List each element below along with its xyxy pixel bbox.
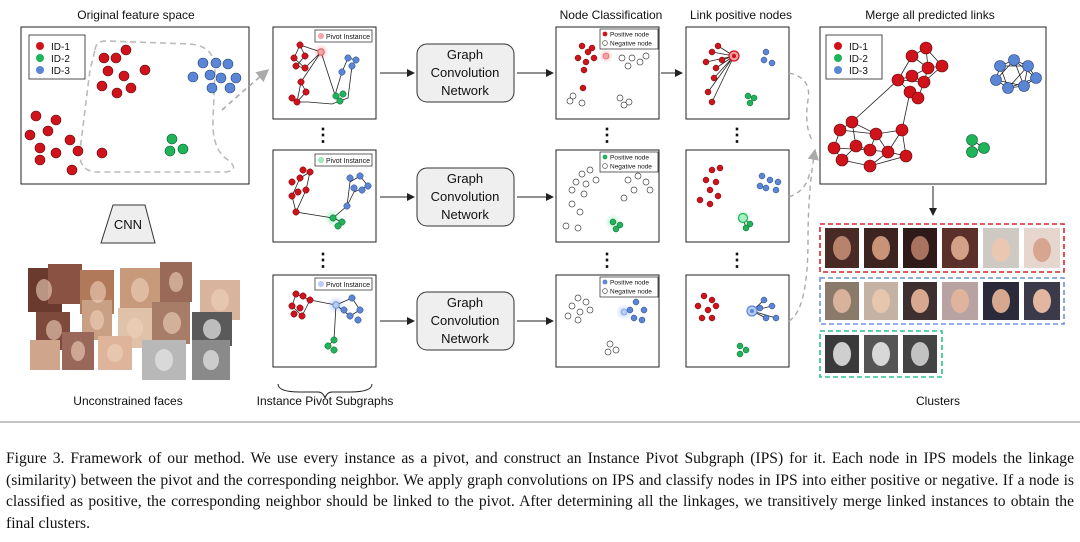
negative-node-label-2: Negative node xyxy=(610,164,652,171)
gcn-box-2: Graph Convolution Network xyxy=(416,167,515,227)
gcn-3-line-3: Network xyxy=(441,331,489,346)
cnn-block: CNN xyxy=(100,204,156,244)
gcn-1-line-2: Convolution xyxy=(431,65,500,80)
label-node-classification: Node Classification xyxy=(560,8,663,22)
label-clusters: Clusters xyxy=(916,394,960,408)
ellipsis-link-1: ⋮ xyxy=(728,125,746,145)
positive-node-label-1: Positive node xyxy=(610,32,649,39)
negative-node-label-1: Negative node xyxy=(610,41,652,48)
ellipsis-ips-1: ⋮ xyxy=(314,125,332,145)
label-unconstrained-faces: Unconstrained faces xyxy=(73,394,182,408)
pivot-instance-label-3: Pivot Instance xyxy=(326,282,370,289)
blue-points xyxy=(187,57,242,94)
ellipsis-link-2: ⋮ xyxy=(728,250,746,270)
gcn-box-3: Graph Convolution Network xyxy=(416,291,515,351)
node-classification-3: Positive node Negative node xyxy=(555,274,660,368)
link-positive-1 xyxy=(685,26,790,120)
label-instance-pivot-subgraphs: Instance Pivot Subgraphs xyxy=(257,394,394,408)
node-classification-1: Positive node Negative node xyxy=(555,26,660,120)
original-feature-space-panel: ID-1 ID-2 ID-3 xyxy=(20,26,250,185)
positive-node-label-2: Positive node xyxy=(610,155,649,162)
merged-legend-id1: ID-1 xyxy=(849,42,868,53)
link-positive-3 xyxy=(685,274,790,368)
negative-node-label-3: Negative node xyxy=(610,289,652,296)
legend: ID-1 ID-2 ID-3 xyxy=(28,34,86,80)
merged-legend-id2: ID-2 xyxy=(849,54,868,65)
ellipsis-nc-2: ⋮ xyxy=(598,250,616,270)
gcn-1-line-1: Graph xyxy=(447,47,483,62)
legend-id1: ID-1 xyxy=(51,42,70,53)
gcn-box-1: Graph Convolution Network xyxy=(416,43,515,103)
faces-collage xyxy=(28,262,240,380)
ellipsis-ips-2: ⋮ xyxy=(314,250,332,270)
ips-row-3: Pivot Instance xyxy=(272,274,377,368)
ellipsis-nc-1: ⋮ xyxy=(598,125,616,145)
green-points xyxy=(164,133,189,157)
merged-legend-id3: ID-3 xyxy=(849,66,868,77)
gcn-3-line-1: Graph xyxy=(447,295,483,310)
ips-row-2: Pivot Instance xyxy=(272,149,377,243)
ips-row-1: Pivot Instance xyxy=(272,26,377,120)
merged-graph-panel: ID-1 ID-2 ID-3 xyxy=(819,26,1047,185)
label-link-positive-nodes: Link positive nodes xyxy=(690,8,792,22)
gcn-2-line-3: Network xyxy=(441,207,489,222)
pivot-instance-label-2: Pivot Instance xyxy=(326,158,370,165)
gcn-2-line-2: Convolution xyxy=(431,189,500,204)
cluster-blue xyxy=(819,277,1065,325)
label-merge-links: Merge all predicted links xyxy=(865,8,994,22)
link-positive-2 xyxy=(685,149,790,243)
cluster-red xyxy=(819,223,1065,273)
gcn-3-line-2: Convolution xyxy=(431,313,500,328)
pivot-instance-label-1: Pivot Instance xyxy=(326,34,370,41)
legend-id2: ID-2 xyxy=(51,54,70,65)
cluster-green xyxy=(819,330,943,378)
figure-caption: Figure 3. Framework of our method. We us… xyxy=(6,450,1074,532)
cnn-label: CNN xyxy=(114,217,142,232)
node-classification-2: Positive node Negative node xyxy=(555,149,660,243)
red-points xyxy=(24,44,151,176)
gcn-1-line-3: Network xyxy=(441,83,489,98)
positive-node-label-3: Positive node xyxy=(610,280,649,287)
label-original-feature-space: Original feature space xyxy=(77,8,195,22)
legend-id3: ID-3 xyxy=(51,66,70,77)
gcn-2-line-1: Graph xyxy=(447,171,483,186)
